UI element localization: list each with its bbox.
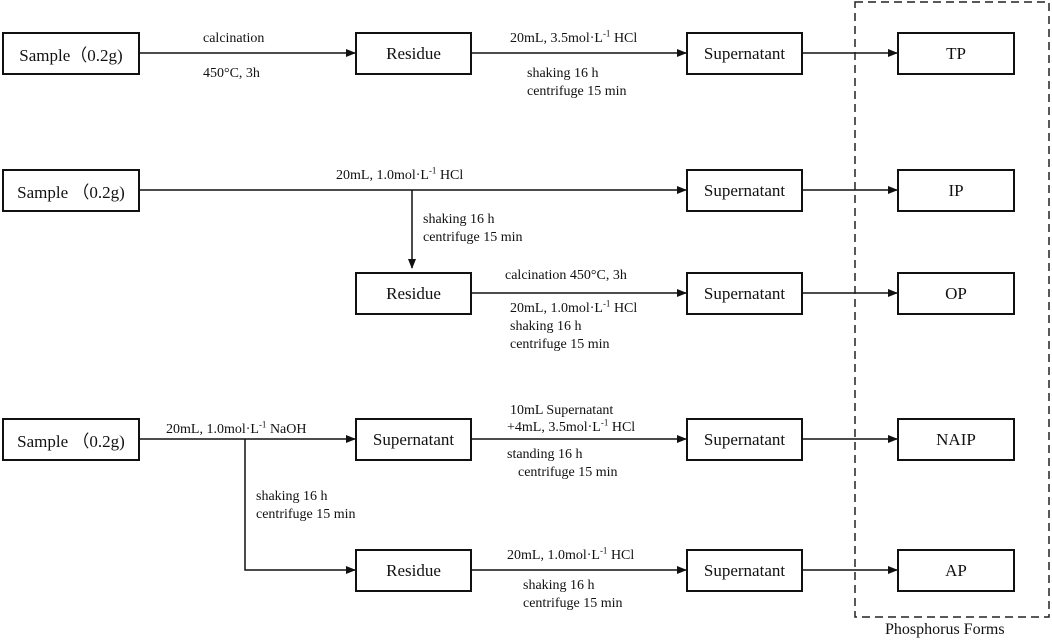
form-box-op: OP: [897, 272, 1015, 315]
reagent-label-5: 20mL, 1.0mol·L-1 HCl: [507, 545, 635, 563]
supernatant-label: Supernatant: [372, 429, 455, 449]
standing-label: standing 16 h: [507, 447, 583, 462]
centrifuge-label-4: centrifuge 15 min: [518, 465, 618, 480]
residue-label: Residue: [386, 283, 441, 303]
reagent-label-3: 20mL, 1.0mol·L-1 HCl: [510, 298, 638, 316]
residue-label: Residue: [386, 43, 441, 63]
sample-box-2: Sample （0.2g): [2, 169, 140, 212]
supernatant-box-4: Supernatant: [686, 418, 803, 461]
form-box-ip: IP: [897, 169, 1015, 212]
form-label-naip: NAIP: [936, 429, 976, 449]
supernatant-label: Supernatant: [703, 283, 786, 303]
arrow-branch-to-residue3: [244, 439, 356, 574]
acid-addition-label: +4mL, 3.5mol·L-1 HCl: [507, 417, 636, 435]
sample-box-3: Sample （0.2g): [2, 418, 140, 461]
supernatant-label: Supernatant: [703, 43, 786, 63]
form-label-op: OP: [945, 283, 967, 303]
residue-box-2: Residue: [355, 272, 472, 315]
sample-box-1: Sample（0.2g): [2, 32, 140, 75]
supernatant-box-1: Supernatant: [686, 32, 803, 75]
form-label-ap: AP: [945, 560, 967, 580]
sample-label: Sample（0.2g): [19, 46, 123, 65]
phosphorus-forms-group: [854, 1, 1050, 618]
branch-centrifuge-label: centrifuge 15 min: [256, 507, 356, 522]
sample-label: Sample （0.2g): [17, 183, 125, 202]
centrifuge-label-2: centrifuge 15 min: [423, 230, 523, 245]
form-box-tp: TP: [897, 32, 1015, 75]
supernatant-label: Supernatant: [703, 180, 786, 200]
form-label-ip: IP: [948, 180, 964, 200]
shaking-label-5: shaking 16 h: [523, 578, 595, 593]
shaking-label-2: shaking 16 h: [423, 212, 495, 227]
centrifuge-label-5: centrifuge 15 min: [523, 596, 623, 611]
reagent-label-1: 20mL, 3.5mol·L-1 HCl: [510, 28, 638, 46]
reagent-label-2: 20mL, 1.0mol·L-1 HCl: [336, 165, 464, 183]
supernatant-box-3: Supernatant: [686, 272, 803, 315]
calcination-condition-label: 450°C, 3h: [203, 66, 260, 81]
residue-box-3: Residue: [355, 549, 472, 592]
form-box-ap: AP: [897, 549, 1015, 592]
sample-label: Sample （0.2g): [17, 432, 125, 451]
shaking-label-3: shaking 16 h: [510, 319, 582, 334]
shaking-label-1: shaking 16 h: [527, 66, 599, 81]
supernatant-label: Supernatant: [703, 429, 786, 449]
form-label-tp: TP: [946, 43, 966, 63]
supernatant-label: Supernatant: [703, 560, 786, 580]
centrifuge-label-3: centrifuge 15 min: [510, 337, 610, 352]
supernatant-box-mid: Supernatant: [355, 418, 472, 461]
supernatant-box-2: Supernatant: [686, 169, 803, 212]
calcination-label: calcination: [203, 31, 265, 46]
residue-box-1: Residue: [355, 32, 472, 75]
reagent-label-4: 20mL, 1.0mol·L-1 NaOH: [166, 419, 307, 437]
centrifuge-label-1: centrifuge 15 min: [527, 84, 627, 99]
form-box-naip: NAIP: [897, 418, 1015, 461]
supernatant-box-5: Supernatant: [686, 549, 803, 592]
aliquot-label: 10mL Supernatant: [510, 403, 614, 418]
branch-shaking-label: shaking 16 h: [256, 489, 328, 504]
phosphorus-forms-caption: Phosphorus Forms: [885, 621, 1005, 638]
residue-label: Residue: [386, 560, 441, 580]
calcination-label-2: calcination 450°C, 3h: [505, 268, 627, 283]
